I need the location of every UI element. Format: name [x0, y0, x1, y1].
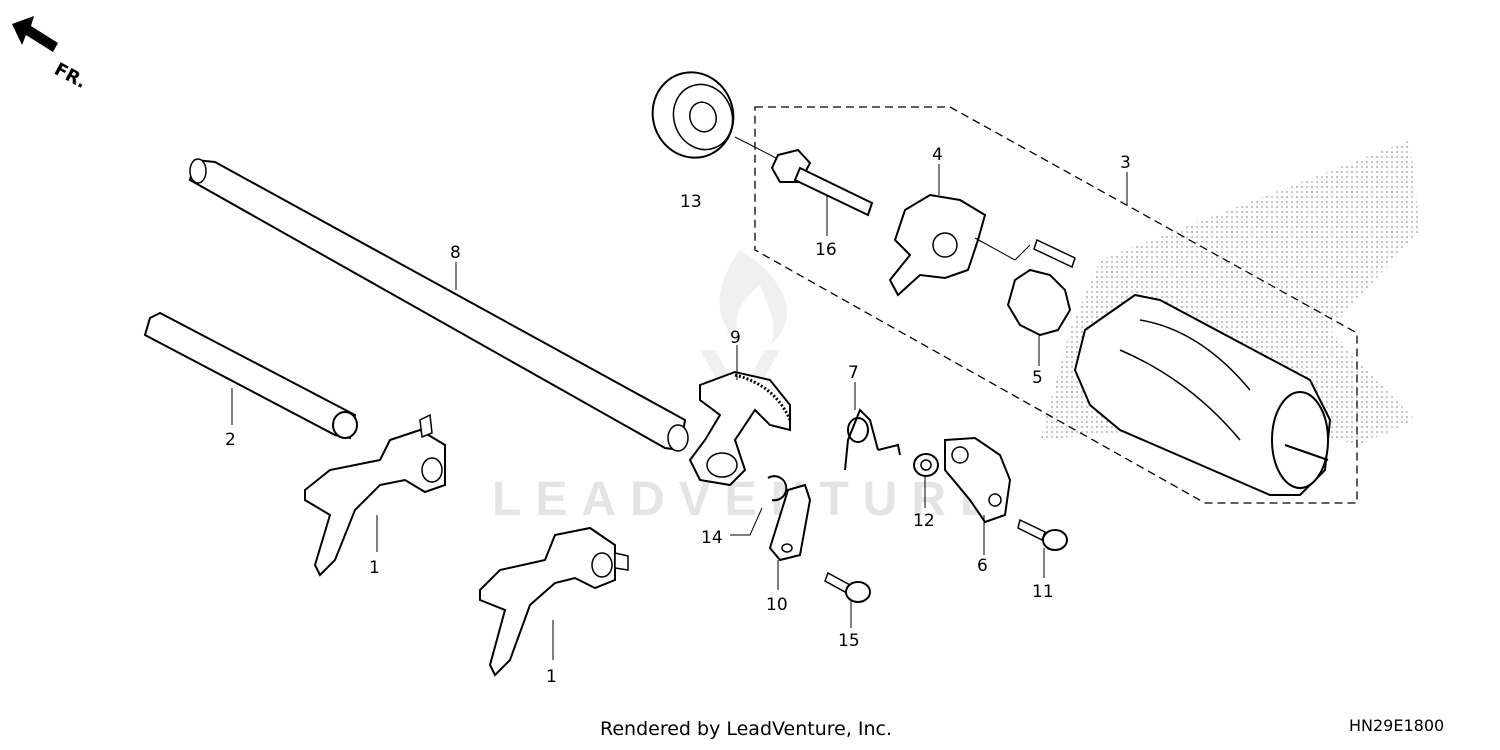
- callout-6: 6: [977, 556, 988, 576]
- part-16-bolt: [770, 148, 874, 217]
- part-13-bearing: [651, 71, 735, 159]
- callout-16: 16: [815, 240, 837, 260]
- callout-5: 5: [1032, 368, 1043, 388]
- callout-14: 14: [701, 528, 723, 548]
- watermark-text: LEADVENTURE: [492, 473, 1007, 526]
- callout-4: 4: [932, 145, 943, 165]
- part-5-star-wheel: [1006, 268, 1072, 337]
- callout-11: 11: [1032, 582, 1054, 602]
- leader-lines: [231, 164, 1128, 660]
- part-10-link-plate: [768, 483, 812, 562]
- part-1-shift-fork-lower: [479, 526, 629, 677]
- diagram-code: HN29E1800: [1349, 716, 1445, 735]
- callout-8: 8: [450, 243, 461, 263]
- part-8-shift-spindle: [188, 158, 689, 452]
- leadventure-flame-logo-icon: [700, 250, 787, 420]
- front-label: FR.: [51, 59, 90, 93]
- assembly-group-outline: [754, 106, 1358, 504]
- callout-1-lower: 1: [546, 667, 557, 687]
- callout-15: 15: [838, 631, 860, 651]
- part-9-shift-arm: [688, 370, 792, 487]
- callout-12: 12: [913, 511, 935, 531]
- part-11-bolt: [1017, 518, 1068, 551]
- part-4-cam-plate: [888, 193, 987, 297]
- front-direction-arrow-icon: [12, 16, 58, 52]
- part-14-circlip: [767, 475, 788, 502]
- part-2-fork-shaft: [143, 311, 358, 440]
- callout-9: 9: [730, 328, 741, 348]
- part-6-stopper-arm: [944, 436, 1012, 524]
- part-12-washer: [913, 453, 939, 477]
- part-15-bolt: [824, 571, 871, 603]
- callout-2: 2: [225, 430, 236, 450]
- part-7-spring: [844, 408, 901, 471]
- callout-7: 7: [848, 363, 859, 383]
- part-3-shift-drum: [1073, 293, 1332, 496]
- callout-10: 10: [766, 595, 788, 615]
- callout-3: 3: [1120, 153, 1131, 173]
- callout-13: 13: [680, 192, 702, 212]
- callout-1-upper: 1: [369, 558, 380, 578]
- part-1-shift-fork-upper: [304, 413, 446, 577]
- rendered-by-footer: Rendered by LeadVenture, Inc.: [600, 718, 893, 740]
